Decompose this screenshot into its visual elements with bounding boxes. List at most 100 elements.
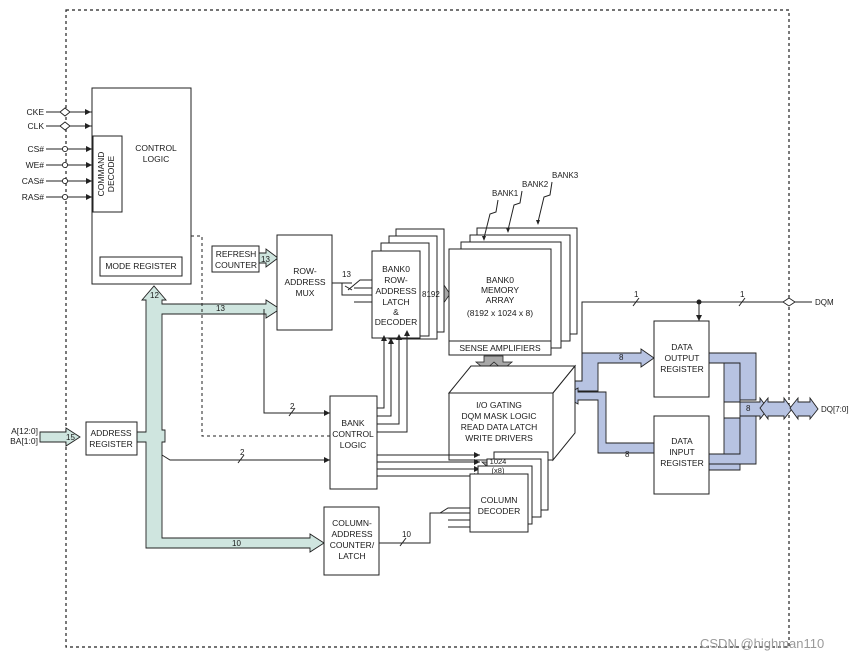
dqm-junction bbox=[696, 299, 702, 305]
row-latch-label-3: ADDRESS bbox=[375, 286, 416, 296]
column-counter-label-1: COLUMN- bbox=[332, 518, 372, 528]
refresh-counter-label-1: REFRESH bbox=[216, 249, 257, 259]
pin-bank-address: BA[1:0] bbox=[10, 436, 38, 446]
control-pins: CKE CLK CS# WE# CAS# RAS# bbox=[22, 107, 93, 202]
memory-array-label-2: MEMORY bbox=[481, 285, 519, 295]
bank3-label: BANK3 bbox=[552, 171, 579, 180]
command-decode-block bbox=[92, 135, 123, 213]
data-input-register-block bbox=[653, 415, 710, 495]
bank-control-block bbox=[329, 395, 378, 490]
row-latch-label-6: DECODER bbox=[375, 317, 418, 327]
bus-width-dqm-1: 1 bbox=[634, 290, 639, 299]
bus-width-col-dec-unit: (x8) bbox=[492, 466, 505, 475]
refresh-counter-label-2: COUNTER bbox=[215, 260, 257, 270]
data-output-label-2: OUTPUT bbox=[665, 353, 700, 363]
chip-boundary bbox=[65, 9, 790, 648]
bus-width-col-out: 10 bbox=[402, 530, 411, 539]
data-input-label-1: DATA bbox=[671, 436, 693, 446]
mode-register-label: MODE REGISTER bbox=[105, 261, 176, 271]
bank1-label: BANK1 bbox=[492, 189, 519, 198]
mux-slash bbox=[344, 285, 353, 291]
io-gating-block bbox=[447, 364, 577, 462]
data-output-label-3: REGISTER bbox=[660, 364, 703, 374]
bank-select-line-2 bbox=[161, 454, 330, 461]
pin-address: A[12:0] bbox=[11, 426, 38, 436]
pin-dq: DQ[7:0] bbox=[821, 405, 849, 414]
control-logic-label-2: LOGIC bbox=[143, 154, 169, 164]
bank-pointer-lines bbox=[483, 181, 553, 239]
bus-width-to-mux: 13 bbox=[216, 304, 225, 313]
pin-clk: CLK bbox=[27, 121, 44, 131]
command-decode-label-2: DECODE bbox=[106, 155, 116, 192]
refresh-control-line bbox=[191, 235, 330, 437]
memory-array-label-4: (8192 x 1024 x 8) bbox=[467, 308, 533, 318]
row-latch-label-4: LATCH bbox=[382, 297, 409, 307]
data-output-register-block bbox=[653, 320, 710, 398]
bus-width-out: 8 bbox=[619, 353, 624, 362]
bus-width-col-in: 10 bbox=[232, 539, 241, 548]
pin-ras: RAS# bbox=[22, 192, 44, 202]
pin-we: WE# bbox=[26, 160, 45, 170]
bus-width-bank-sel-1: 2 bbox=[290, 402, 295, 411]
io-gating-label-4: WRITE DRIVERS bbox=[465, 433, 533, 443]
bank-select-slash-1 bbox=[288, 407, 296, 417]
io-gating-label-2: DQM MASK LOGIC bbox=[461, 411, 536, 421]
row-mux-label-2: ADDRESS bbox=[284, 277, 325, 287]
column-counter-label-2: ADDRESS bbox=[331, 529, 372, 539]
row-latch-label-5: & bbox=[393, 307, 399, 317]
pin-cs: CS# bbox=[27, 144, 44, 154]
pin-cke: CKE bbox=[27, 107, 45, 117]
io-gating-label-3: READ DATA LATCH bbox=[461, 422, 538, 432]
memory-array-label-1: BANK0 bbox=[486, 275, 514, 285]
bus-width-dq: 8 bbox=[746, 404, 751, 413]
column-decoder-label-1: COLUMN bbox=[481, 495, 518, 505]
bank-control-to-io bbox=[377, 454, 480, 477]
address-bus bbox=[39, 248, 325, 553]
bus-width-to-refresh: 13 bbox=[261, 255, 270, 264]
pin-dqm: DQM bbox=[815, 298, 834, 307]
address-register-label-2: REGISTER bbox=[89, 439, 132, 449]
bank-select-slash-2 bbox=[237, 454, 245, 464]
column-decoder-label-2: DECODER bbox=[478, 506, 521, 516]
bus-width-bank-sel-2: 2 bbox=[240, 448, 245, 457]
bus-width-row-out: 8192 bbox=[422, 290, 440, 299]
address-register-label-1: ADDRESS bbox=[90, 428, 131, 438]
mux-fanout bbox=[347, 279, 372, 303]
refresh-counter-block bbox=[211, 245, 260, 273]
pin-cas: CAS# bbox=[22, 176, 44, 186]
watermark: CSDN @highman110 bbox=[700, 636, 824, 651]
bus-width-col-dec: 1024 bbox=[490, 457, 507, 466]
mode-register-block bbox=[99, 256, 183, 277]
bank-control-label-1: BANK bbox=[341, 418, 364, 428]
bank-control-label-2: CONTROL bbox=[332, 429, 374, 439]
row-address-mux-block bbox=[276, 234, 333, 331]
command-decode-label-1: COMMAND bbox=[96, 152, 106, 197]
column-counter-block bbox=[323, 506, 380, 576]
bank-control-to-row-latch bbox=[377, 333, 408, 433]
bus-width-in: 8 bbox=[625, 450, 630, 459]
address-register-block bbox=[85, 421, 138, 456]
dqm-slashes bbox=[632, 297, 746, 307]
bus-width-addr-in: 15 bbox=[66, 433, 75, 442]
dqm-pin-marker bbox=[782, 297, 796, 307]
column-decoder-stack bbox=[469, 451, 549, 533]
bank2-label: BANK2 bbox=[522, 180, 549, 189]
column-counter-label-3: COUNTER/ bbox=[330, 540, 375, 550]
sense-amplifiers-label: SENSE AMPLIFIERS bbox=[459, 343, 541, 353]
column-counter-label-4: LATCH bbox=[338, 551, 365, 561]
row-latch-label-2: ROW- bbox=[384, 275, 408, 285]
column-counter-slash bbox=[399, 537, 407, 547]
memory-array-label-3: ARRAY bbox=[486, 295, 515, 305]
data-output-label-1: DATA bbox=[671, 342, 693, 352]
bank-select-line-1 bbox=[263, 309, 330, 414]
row-latch-label-1: BANK0 bbox=[382, 264, 410, 274]
bus-width-dqm-2: 1 bbox=[740, 290, 745, 299]
memory-array-stack bbox=[448, 227, 578, 356]
mux-output-line bbox=[332, 282, 372, 296]
row-mux-label-3: MUX bbox=[296, 288, 315, 298]
data-input-label-2: INPUT bbox=[669, 447, 695, 457]
bus-width-mux-out: 13 bbox=[342, 270, 351, 279]
control-logic-label-1: CONTROL bbox=[135, 143, 177, 153]
row-mux-label-1: ROW- bbox=[293, 266, 317, 276]
